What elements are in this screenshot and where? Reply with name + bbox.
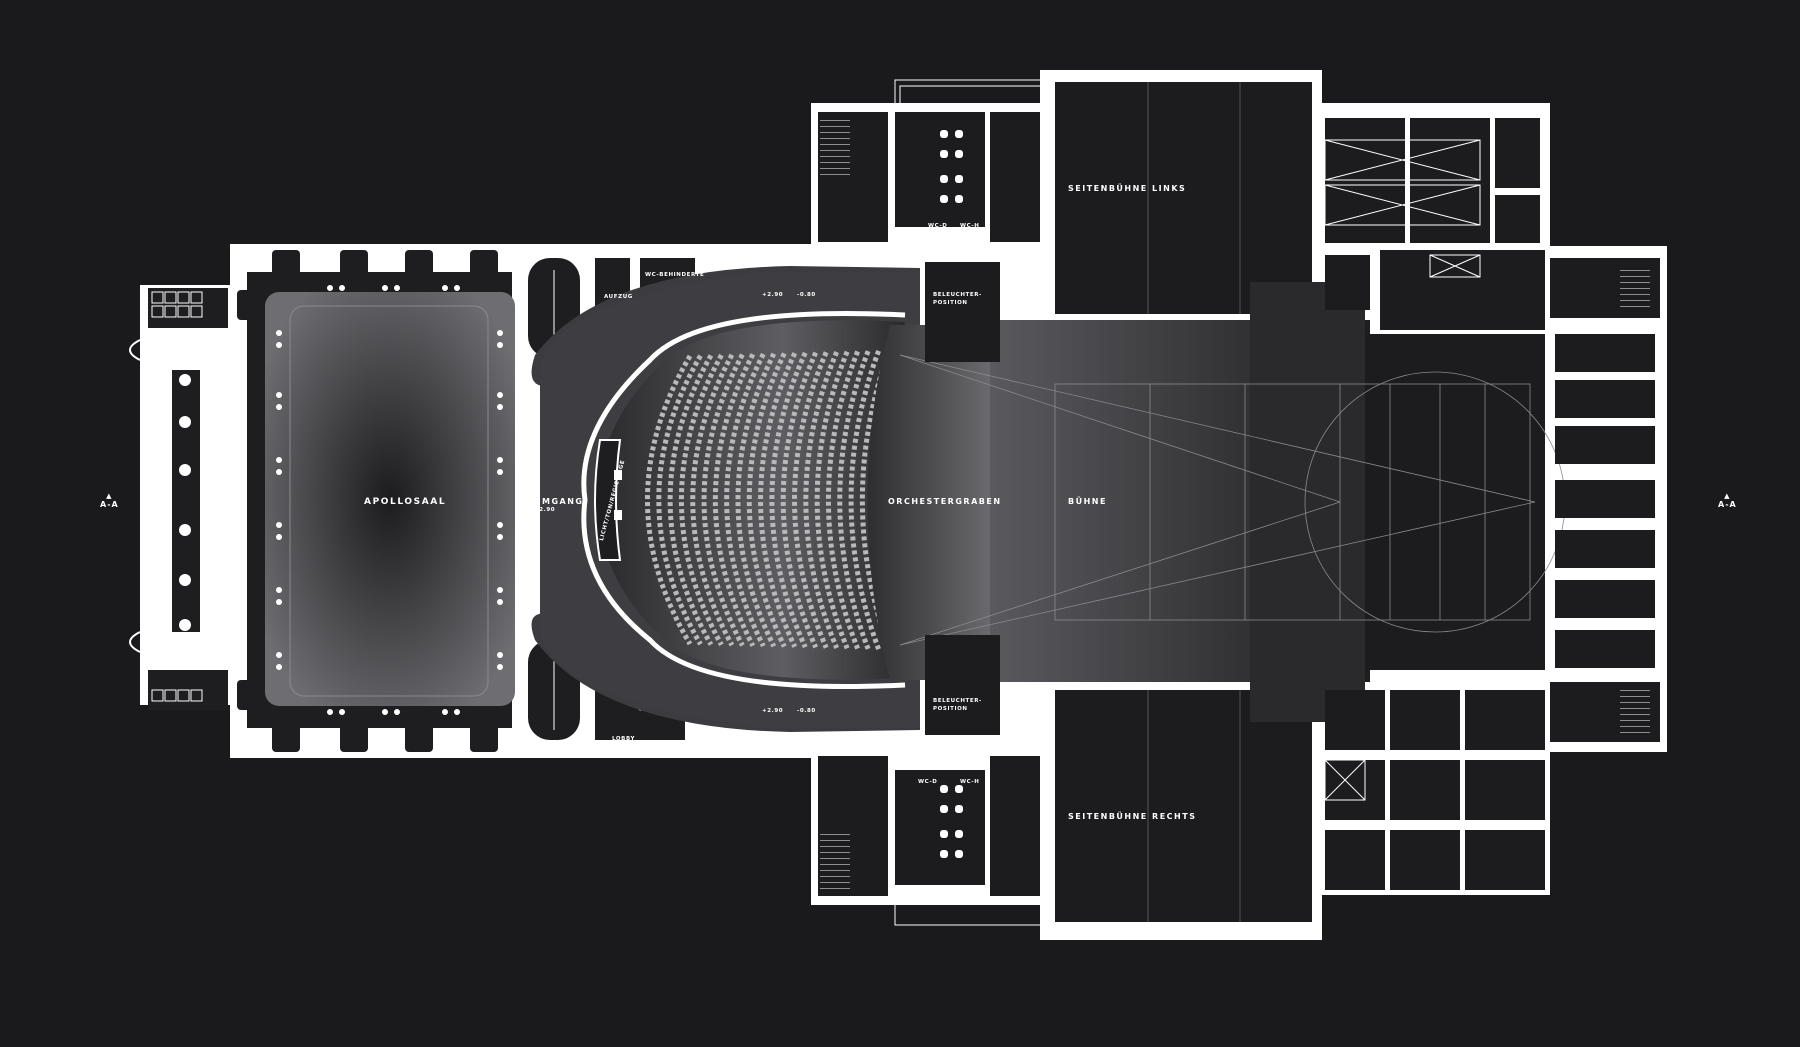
section-marker-right-text: A-A	[1718, 500, 1737, 509]
seat-row	[701, 353, 745, 647]
section-marker-left: ▲ A-A	[100, 492, 119, 509]
label-wc-d-top: WC-D	[928, 223, 948, 229]
label-wc-d-bottom: WC-D	[918, 779, 938, 785]
wc-fixtures	[940, 130, 963, 858]
service-hatched	[1324, 139, 1481, 801]
label-level-top-b: -0.80	[797, 292, 816, 298]
section-marker-left-text: A-A	[100, 500, 119, 509]
seat-row	[656, 354, 703, 646]
label-level-bottom-b: -0.80	[797, 708, 816, 714]
triangle-up-icon: ▲	[1724, 492, 1731, 500]
section-marker-right: ▲ A-A	[1718, 492, 1737, 509]
seat-row	[735, 352, 777, 648]
seat-row	[667, 354, 714, 646]
triangle-up-icon: ▲	[106, 492, 113, 500]
central-rooms	[818, 112, 1040, 896]
seat-row	[645, 354, 693, 646]
label-buehne: BÜHNE	[1068, 497, 1107, 506]
label-beleuchter-top-2: POSITION	[933, 300, 968, 306]
label-orchestergraben: ORCHESTERGRABEN	[888, 497, 1002, 506]
seat-row	[758, 352, 798, 648]
seat-rows	[645, 349, 913, 651]
seat-row	[746, 352, 787, 648]
outer-rails	[894, 79, 1040, 926]
label-umgang: UMGANG	[534, 497, 584, 506]
label-beleuchter-top-1: BELEUCHTER-	[933, 292, 982, 298]
orchestra-pit	[867, 325, 990, 680]
seat-row	[678, 353, 724, 647]
label-beleuchter-bottom-1: BELEUCHTER-	[933, 698, 982, 704]
seat-row	[690, 353, 735, 647]
label-apollosaal: APOLLOSAAL	[364, 497, 447, 507]
apollosaal-columns	[276, 285, 503, 715]
central-stairs	[820, 120, 1650, 890]
label-umgang-level: +2.90	[534, 507, 556, 513]
seat-row	[712, 353, 756, 647]
label-wc-h-top: WC-H	[960, 223, 980, 229]
apollosaal-hall	[247, 272, 515, 728]
label-beleuchter-bottom-2: POSITION	[933, 706, 968, 712]
label-lobby: LOBBY	[612, 736, 636, 742]
label-seitenbuehne-rechts: SEITENBÜHNE RECHTS	[1068, 812, 1197, 821]
regie-loge	[594, 439, 622, 561]
apollosaal-piers	[237, 250, 498, 752]
label-seitenbuehne-links: SEITENBÜHNE LINKS	[1068, 184, 1187, 193]
label-aufzug: AUFZUG	[604, 294, 633, 300]
label-wc-h-bottom: WC-H	[960, 779, 980, 785]
label-wc-behinderte: WC-BEHINDERTE	[645, 272, 705, 278]
left-annex	[129, 288, 228, 710]
stage-core	[899, 82, 1566, 922]
label-level-top-a: +2.90	[762, 292, 784, 298]
seat-row	[724, 352, 766, 648]
label-level-bottom-a: +2.90	[762, 708, 784, 714]
